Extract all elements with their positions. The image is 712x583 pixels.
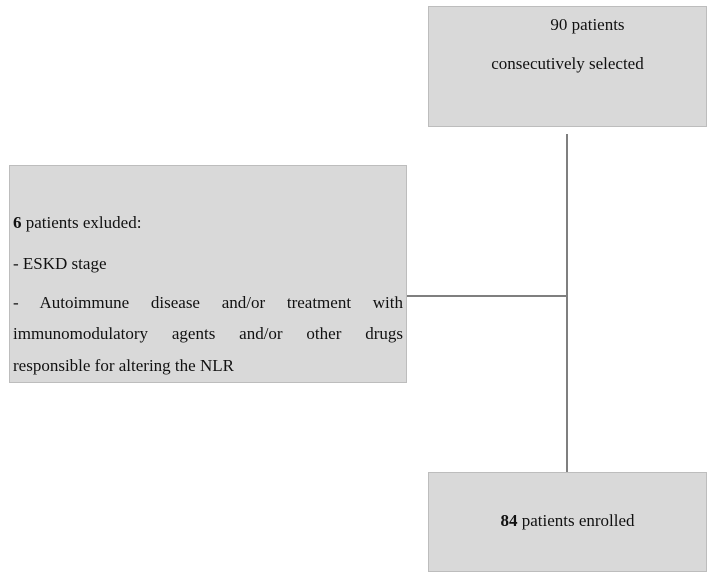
excluded-item-autoimmune-line3: responsible for altering the NLR <box>13 356 234 375</box>
horizontal-connector-line <box>407 295 568 297</box>
enrolled-patients-text: 84 patients enrolled <box>429 511 706 531</box>
excluded-heading-text: patients exluded: <box>21 213 142 232</box>
enrolled-count: 84 <box>500 511 518 530</box>
excluded-item-autoimmune-line2: immunomodulatory agents and/or other dru… <box>13 324 403 343</box>
enrolled-label: patients enrolled <box>517 511 635 530</box>
excluded-item-autoimmune-line1: - Autoimmune disease and/or treatment wi… <box>13 293 403 312</box>
selected-patients-count-text: 90 patients <box>550 15 625 34</box>
selected-patients-label-text: consecutively selected <box>491 54 644 73</box>
enrolled-patients-box: 84 patients enrolled <box>428 472 707 572</box>
excluded-count: 6 <box>13 213 22 232</box>
excluded-patients-box: 6 patients exluded: - ESKD stage - Autoi… <box>9 165 407 383</box>
excluded-heading: 6 patients exluded: <box>13 213 403 233</box>
vertical-connector-line <box>566 134 568 472</box>
excluded-item-eskd: - ESKD stage <box>13 254 107 273</box>
selected-patients-box: 90 patients consecutively selected <box>428 6 707 127</box>
